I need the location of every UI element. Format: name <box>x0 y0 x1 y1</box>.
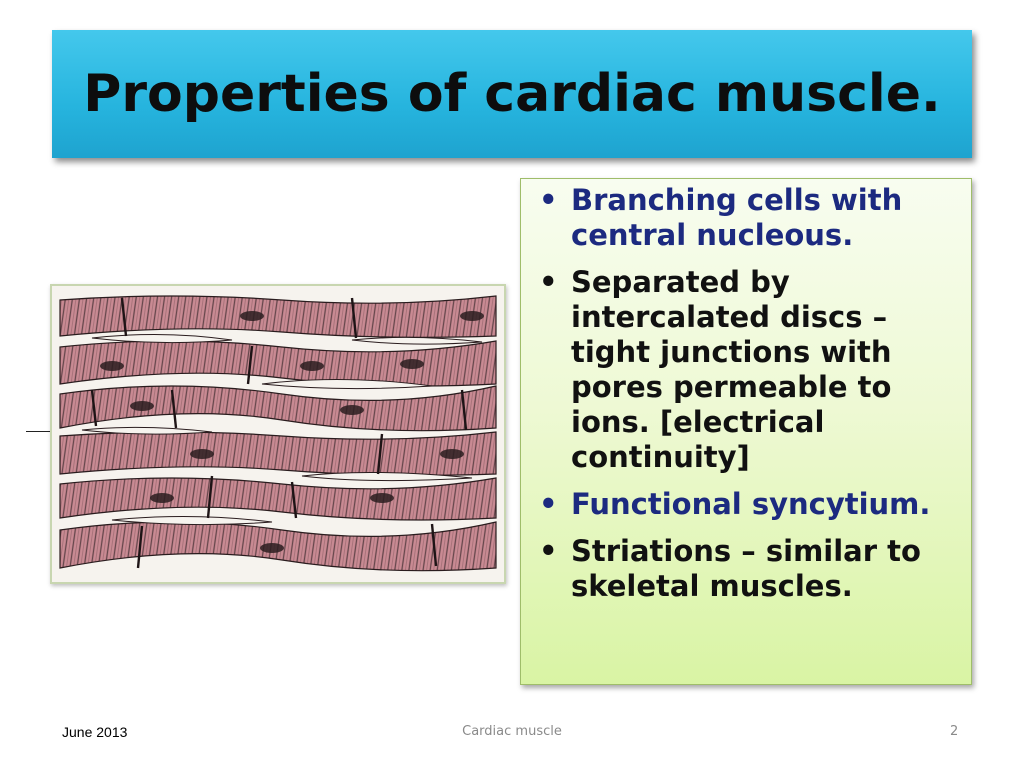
bullet-item-3: • Functional syncytium. <box>535 487 961 522</box>
bullet-text-box: •Branching cells with central nucleous. … <box>520 178 972 685</box>
bullet-dot: • <box>539 487 558 521</box>
bullet-item-1: • Branching cells with central nucleous. <box>535 183 961 253</box>
footer-title: Cardiac muscle <box>462 724 562 739</box>
connector-line <box>26 431 52 432</box>
cardiac-muscle-illustration-icon <box>50 284 506 584</box>
bullet-dot: • <box>539 183 558 217</box>
footer-date: June 2013 <box>62 724 128 740</box>
footer-page-number: 2 <box>950 724 959 739</box>
bullet-list: •Branching cells with central nucleous. … <box>521 179 971 604</box>
bullet-text: Separated by intercalated discs – tight … <box>571 265 892 474</box>
slide-title: Properties of cardiac muscle. <box>83 64 941 124</box>
bullet-dot: • <box>539 534 558 568</box>
bullet-text: Functional syncytium. <box>571 487 931 521</box>
bullet-text: Branching cells with central nucleous. <box>571 183 903 252</box>
bullet-item-4: • Striations – similar to skeletal muscle… <box>535 534 961 604</box>
bullet-item-2: • Separated by intercalated discs – tight… <box>535 265 961 475</box>
muscle-drawing <box>52 286 504 582</box>
bullet-dot: • <box>539 265 558 299</box>
title-banner: Properties of cardiac muscle. <box>52 30 972 158</box>
bullet-text: Striations – similar to skeletal muscles… <box>571 534 921 603</box>
